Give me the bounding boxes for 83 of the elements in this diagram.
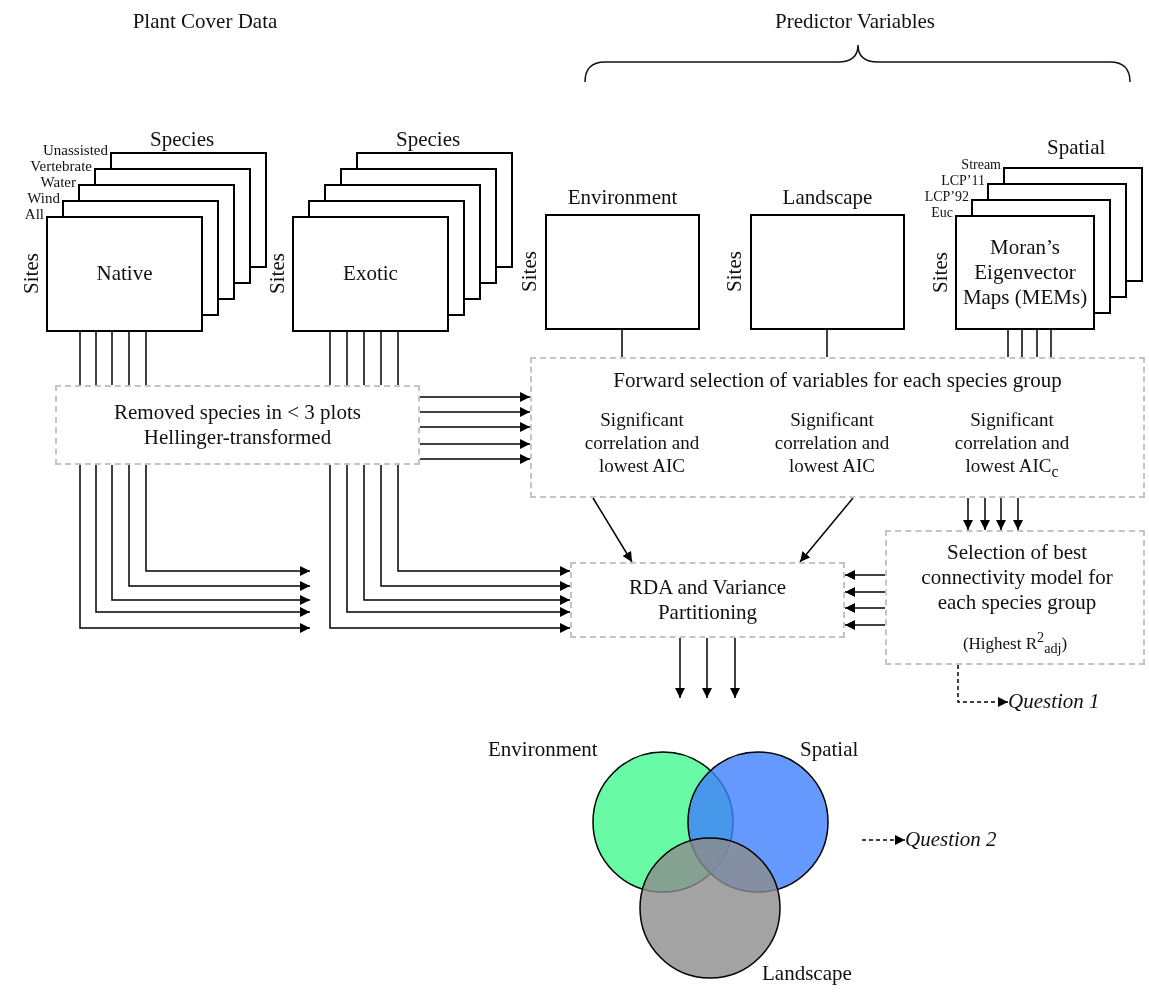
arrow	[844, 570, 886, 580]
layer-label: Euc	[931, 205, 953, 221]
arrow	[79, 464, 311, 633]
connector-line	[145, 331, 147, 386]
process-box	[530, 357, 1145, 498]
column-heading: Spatial	[1047, 136, 1106, 160]
arrow	[844, 603, 886, 613]
table-title: Exotic	[343, 261, 398, 287]
axis-label: Sites	[20, 252, 44, 296]
outcome-label: Question 1	[1008, 690, 1100, 714]
process-box	[55, 385, 420, 465]
circle-label: Environment	[488, 738, 598, 762]
arrow	[592, 497, 633, 563]
connector-line	[128, 331, 130, 386]
layer-label: LCP’11	[941, 173, 985, 189]
criterion-text: Significant correlation and lowest AIC$_{c}$	[953, 409, 1071, 482]
connector-line	[329, 331, 331, 386]
arrow	[799, 497, 854, 563]
arrow	[397, 464, 571, 576]
arrow	[419, 439, 531, 449]
layer-label: Vertebrate	[30, 158, 92, 174]
layer-label: LCP’92	[924, 189, 969, 205]
connector-line	[380, 331, 382, 386]
connector-line	[1050, 329, 1052, 358]
connector-line	[397, 331, 399, 386]
connector-line	[826, 329, 828, 358]
connector-line	[95, 331, 97, 386]
arrow	[145, 464, 311, 576]
arrow	[329, 464, 571, 633]
axis-label: Sites	[723, 250, 747, 294]
box-text: Removed species in < 3 plots Hellinger-transformed	[113, 399, 362, 451]
arrow	[702, 637, 712, 699]
arrow	[419, 454, 531, 464]
box-text: RDA and Variance Partitioning	[627, 574, 788, 626]
arrow	[730, 637, 740, 699]
arrow	[419, 422, 531, 432]
axis-label: Sites	[929, 250, 953, 295]
criterion-text: Significant correlation and lowest AIC	[583, 409, 701, 478]
layer-label: Wind	[27, 190, 60, 206]
connector-line	[346, 331, 348, 386]
column-heading: Species	[150, 128, 215, 152]
section-heading: Plant Cover Data	[131, 10, 279, 34]
box-text: Selection of best connectivity model for each species group	[920, 540, 1114, 616]
connector-line	[79, 331, 81, 386]
connector-line	[363, 331, 365, 386]
section-heading: Predictor Variables	[774, 10, 936, 34]
outcome-label: Question 2	[905, 828, 997, 852]
arrow	[844, 587, 886, 597]
box-note: (Highest R$^{2}$$_{adj}$)	[961, 630, 1069, 657]
table-title: Moran’s Eigenvector Maps (MEMs)	[961, 234, 1089, 311]
process-box	[885, 530, 1145, 665]
process-box	[570, 562, 845, 638]
connector-line	[621, 329, 623, 358]
column-heading: Species	[396, 128, 461, 152]
circle-label: Spatial	[800, 738, 859, 762]
arrow	[844, 620, 886, 630]
arrow	[980, 497, 990, 531]
arrow	[861, 835, 906, 845]
arrow	[128, 464, 311, 591]
arrow	[1013, 497, 1023, 531]
layer-label: All	[24, 206, 44, 222]
criterion-text: Significant correlation and lowest AIC	[773, 409, 891, 478]
arrow	[419, 407, 531, 417]
layer-label: Stream	[961, 157, 1001, 173]
arrow	[957, 664, 1009, 707]
connector-line	[1007, 329, 1009, 358]
layer-label: Unassisted	[43, 142, 108, 158]
arrow	[963, 497, 973, 531]
axis-label: Sites	[518, 250, 542, 294]
arrow	[380, 464, 571, 591]
arrow	[996, 497, 1006, 531]
box-heading: Forward selection of variables for each species group	[612, 369, 1063, 393]
axis-label: Sites	[266, 252, 290, 296]
arrow	[675, 637, 685, 699]
connector-line	[111, 331, 113, 386]
arrow	[419, 392, 531, 402]
table-title: Native	[96, 261, 153, 287]
circle-label: Landscape	[762, 962, 852, 986]
column-heading: Environment	[566, 186, 679, 210]
connector-line	[1036, 329, 1038, 358]
layer-label: Water	[40, 174, 76, 190]
connector-line	[1021, 329, 1023, 358]
column-heading: Landscape	[781, 186, 874, 210]
